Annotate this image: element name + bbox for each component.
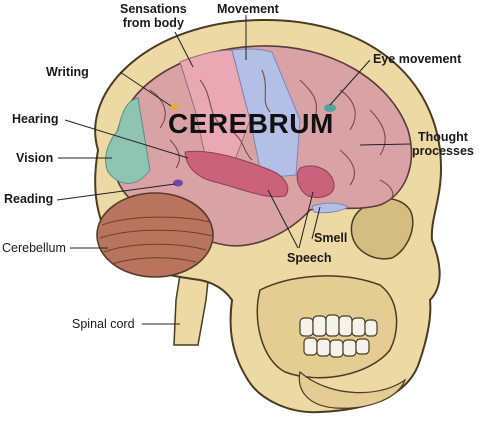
label-reading: Reading [4, 192, 54, 206]
smell-area [311, 202, 349, 214]
leader-lines [56, 15, 411, 325]
cerebellum [96, 192, 214, 278]
vision-area [105, 97, 151, 184]
label-vision: Vision [16, 151, 54, 165]
label-eye-movement: Eye movement [373, 52, 462, 66]
label-spinal-cord: Spinal cord [72, 317, 135, 331]
label-sensations-line1: Sensations [120, 2, 187, 16]
brain-folds [149, 69, 394, 201]
eye-movement-spot [324, 104, 336, 112]
label-writing: Writing [46, 65, 89, 79]
reading-spot [173, 179, 183, 187]
label-hearing: Hearing [12, 112, 59, 126]
label-smell: Smell [314, 231, 348, 245]
teeth [299, 314, 378, 358]
label-thought-line2: processes [412, 144, 474, 158]
eye-socket [350, 198, 414, 260]
cerebellum-folds [99, 216, 213, 265]
cerebrum-title: CEREBRUM [168, 108, 334, 139]
speech-area [296, 165, 335, 198]
label-movement: Movement [217, 2, 279, 16]
writing-spot [169, 103, 179, 111]
chin [298, 370, 407, 409]
label-cerebellum: Cerebellum [2, 241, 66, 255]
label-thought: Thought processes [412, 130, 474, 158]
label-sensations: Sensations from body [120, 2, 187, 30]
label-thought-line1: Thought [417, 130, 468, 144]
hearing-speech-area [184, 150, 289, 198]
label-sensations-line2: from body [122, 16, 184, 30]
label-speech: Speech [287, 251, 332, 265]
